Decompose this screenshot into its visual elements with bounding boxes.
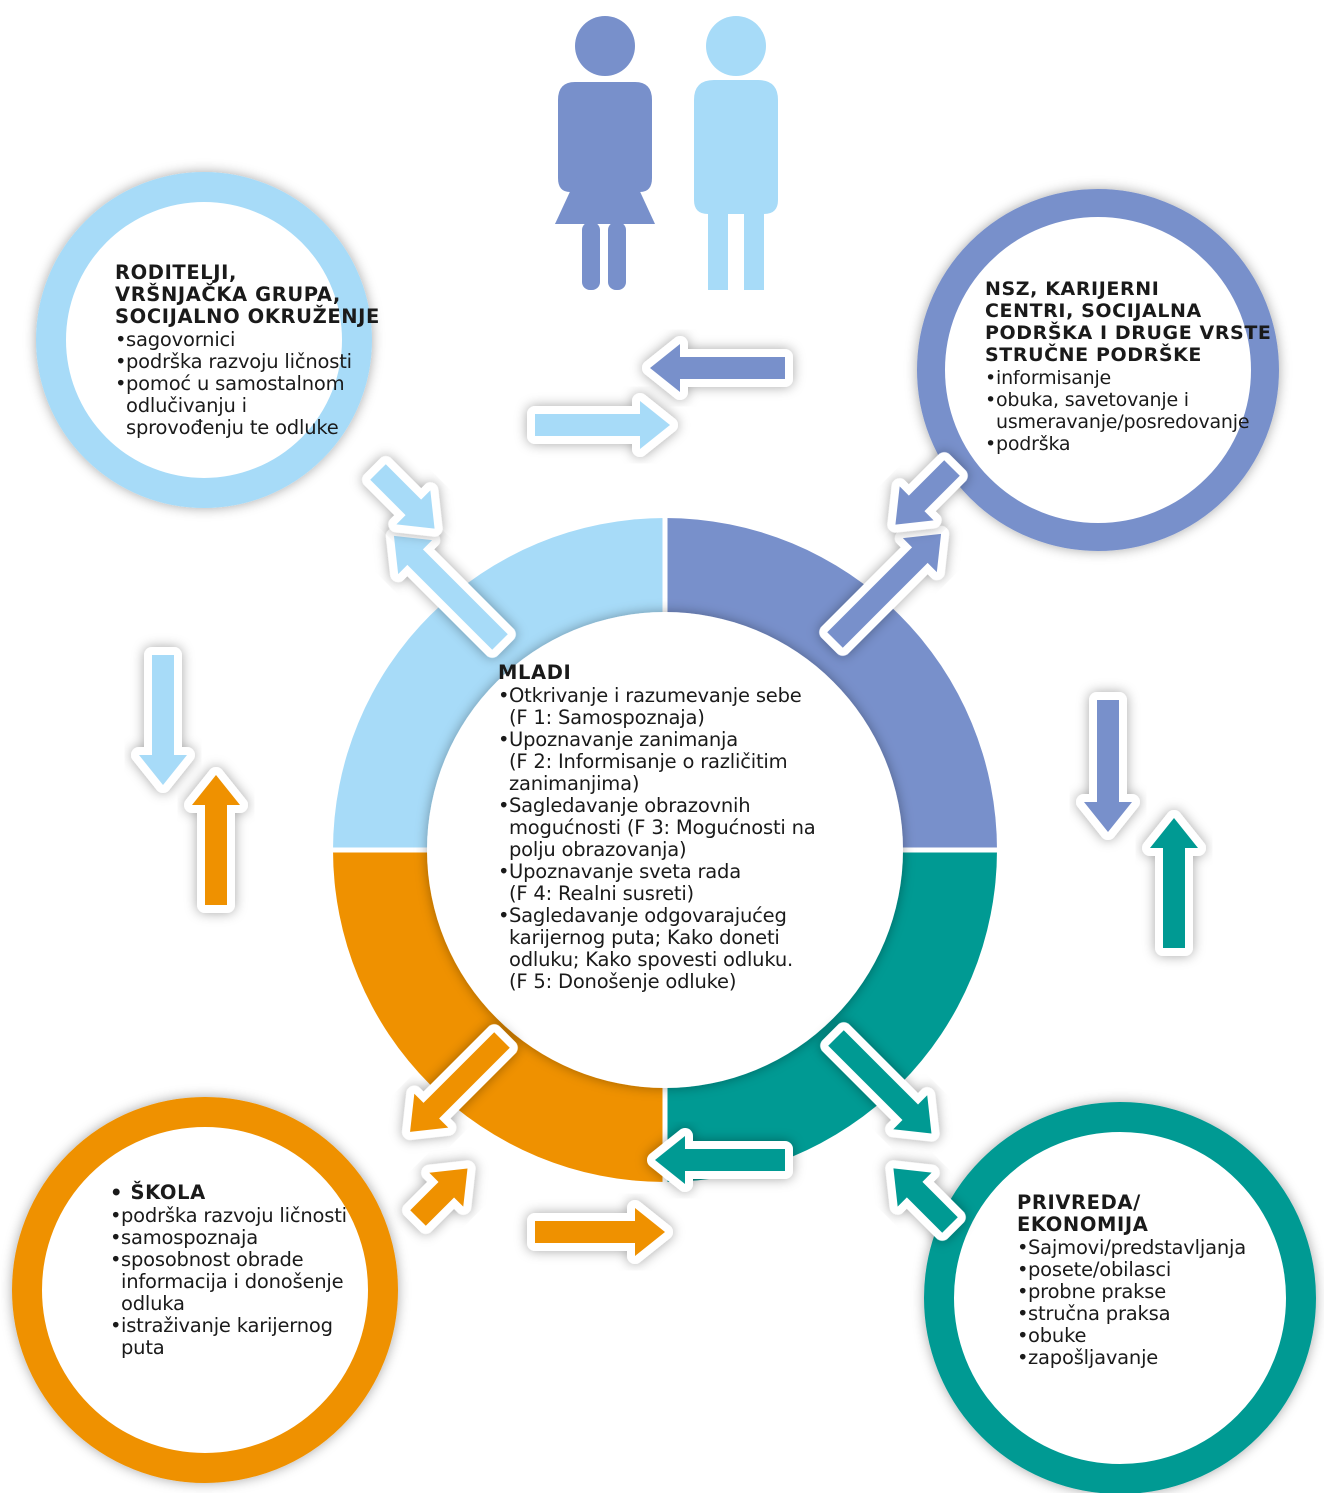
list-item: podrška razvoju ličnosti bbox=[115, 351, 415, 374]
center-list: Otkrivanje i razumevanje sebe (F 1: Samo… bbox=[498, 685, 868, 993]
arrows bbox=[131, 336, 1206, 1264]
arrow-center-to-tr bbox=[819, 525, 950, 656]
list-item: sposobnost obrade informacija i donošenj… bbox=[110, 1249, 400, 1315]
arrow-right-down bbox=[1076, 692, 1140, 840]
arrow-left-up bbox=[184, 767, 248, 913]
man-figure-icon bbox=[694, 16, 778, 290]
arrow-right-up bbox=[1142, 810, 1206, 956]
list-item: istraživanje karijernog puta bbox=[110, 1315, 400, 1359]
bottom-right-title: PRIVREDA/ EKONOMIJA bbox=[1017, 1191, 1149, 1236]
list-item: Sagledavanje obrazovnih mogućnosti (F 3:… bbox=[498, 795, 868, 861]
arrow-people-right bbox=[527, 393, 678, 457]
list-item: stručna praksa bbox=[1017, 1303, 1297, 1326]
list-item: sagovornici bbox=[115, 329, 415, 352]
list-item: samospoznaja bbox=[110, 1227, 400, 1250]
list-item: podrška razvoju ličnosti bbox=[110, 1205, 400, 1228]
list-item: obuka, savetovanje i usmeravanje/posredo… bbox=[985, 389, 1305, 433]
list-item: podrška bbox=[985, 433, 1305, 455]
arrow-people-left bbox=[642, 336, 793, 400]
bottom-right-list: Sajmovi/predstavljanja posete/obilasci p… bbox=[1017, 1237, 1297, 1370]
arrow-bottom-left bbox=[647, 1128, 793, 1192]
arrow-left-down bbox=[131, 647, 195, 793]
top-right-title: NSZ, KARIJERNI CENTRI, SOCIJALNA PODRŠKA… bbox=[985, 278, 1272, 366]
list-item: Upoznavanje sveta rada (F 4: Realni susr… bbox=[498, 861, 868, 905]
list-item: Otkrivanje i razumevanje sebe (F 1: Samo… bbox=[498, 685, 868, 729]
arrow-center-to-bl bbox=[402, 1024, 518, 1140]
list-item: Upoznavanje zanimanja (F 2: Informisanje… bbox=[498, 729, 868, 795]
top-left-title: RODITELJI, VRŠNJAČKA GRUPA, SOCIJALNO OK… bbox=[115, 261, 380, 328]
list-item: zapošljavanje bbox=[1017, 1347, 1297, 1370]
arrow-tl-to-center bbox=[362, 456, 443, 537]
woman-figure-icon bbox=[555, 16, 655, 290]
top-left-block-roditelji: RODITELJI, VRŠNJAČKA GRUPA, SOCIJALNO OK… bbox=[115, 262, 415, 439]
bottom-right-block-privreda: PRIVREDA/ EKONOMIJA Sajmovi/predstavljan… bbox=[1017, 1191, 1297, 1370]
list-item: Sajmovi/predstavljanja bbox=[1017, 1237, 1297, 1260]
arrow-tr-to-center bbox=[887, 452, 968, 533]
bottom-left-title: • ŠKOLA bbox=[110, 1181, 206, 1204]
arrow-bottom-right bbox=[527, 1200, 673, 1264]
arrow-bl-to-center bbox=[402, 1160, 476, 1234]
arrow-center-to-br bbox=[820, 1022, 940, 1142]
list-item: pomoć u samostalnom odlučivanju i sprovo… bbox=[115, 373, 415, 439]
top-right-block-nsz: NSZ, KARIJERNI CENTRI, SOCIJALNA PODRŠKA… bbox=[985, 278, 1305, 455]
list-item: Sagledavanje odgovarajućeg karijernog pu… bbox=[498, 905, 868, 993]
center-block-mladi: MLADI Otkrivanje i razumevanje sebe (F 1… bbox=[498, 662, 868, 993]
list-item: posete/obilasci bbox=[1017, 1259, 1297, 1282]
arrow-center-to-tl bbox=[385, 527, 516, 658]
list-item: obuke bbox=[1017, 1325, 1297, 1348]
list-item: probne prakse bbox=[1017, 1281, 1297, 1304]
top-left-list: sagovornici podrška razvoju ličnosti pom… bbox=[115, 329, 415, 439]
arrow-br-to-center bbox=[885, 1160, 966, 1241]
list-item: informisanje bbox=[985, 367, 1305, 389]
bottom-left-block-skola: • ŠKOLA podrška razvoju ličnosti samospo… bbox=[110, 1182, 400, 1359]
top-right-list: informisanje obuka, savetovanje i usmera… bbox=[985, 367, 1305, 455]
bottom-left-list: podrška razvoju ličnosti samospoznaja sp… bbox=[110, 1205, 400, 1359]
center-title: MLADI bbox=[498, 661, 572, 684]
